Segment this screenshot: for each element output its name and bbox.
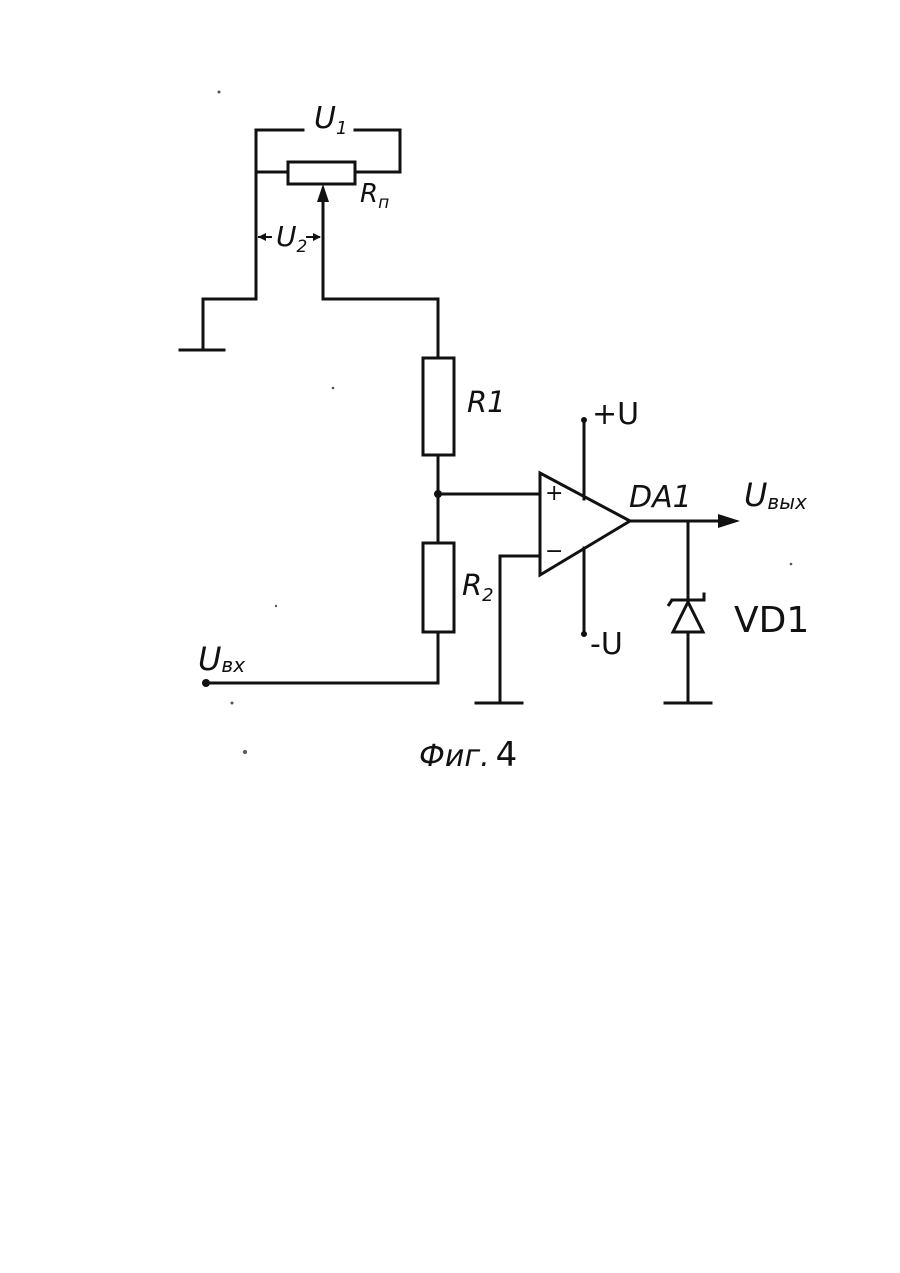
label-r1: R1 xyxy=(467,385,506,419)
supply-positive-terminal xyxy=(581,417,587,423)
label-da1: DA1 xyxy=(629,480,692,515)
potentiometer-rp xyxy=(288,162,355,184)
label-u2: U2 xyxy=(276,220,307,257)
input-terminal xyxy=(202,679,210,687)
label-vd1: VD1 xyxy=(734,600,809,641)
label-u-in: Uвх xyxy=(198,640,245,678)
opamp-plus-sign: + xyxy=(545,481,563,506)
output-arrow xyxy=(718,514,740,528)
figure-caption: Фиг.4 xyxy=(419,735,517,775)
scan-specks xyxy=(218,91,793,755)
label-r2: R2 xyxy=(462,568,494,606)
label-u1: U1 xyxy=(314,101,347,139)
zener-diode-vd1 xyxy=(665,521,711,703)
wire-inverting-ground xyxy=(500,556,540,703)
supply-negative-terminal xyxy=(581,631,587,637)
label-rp: Rп xyxy=(360,179,389,213)
label-minus-u: -U xyxy=(590,627,623,662)
label-u-out: Uвых xyxy=(744,476,807,514)
label-plus-u: +U xyxy=(592,397,639,432)
resistor-r1 xyxy=(423,358,454,455)
resistor-r2 xyxy=(423,543,454,632)
opamp-minus-sign: − xyxy=(545,539,563,564)
